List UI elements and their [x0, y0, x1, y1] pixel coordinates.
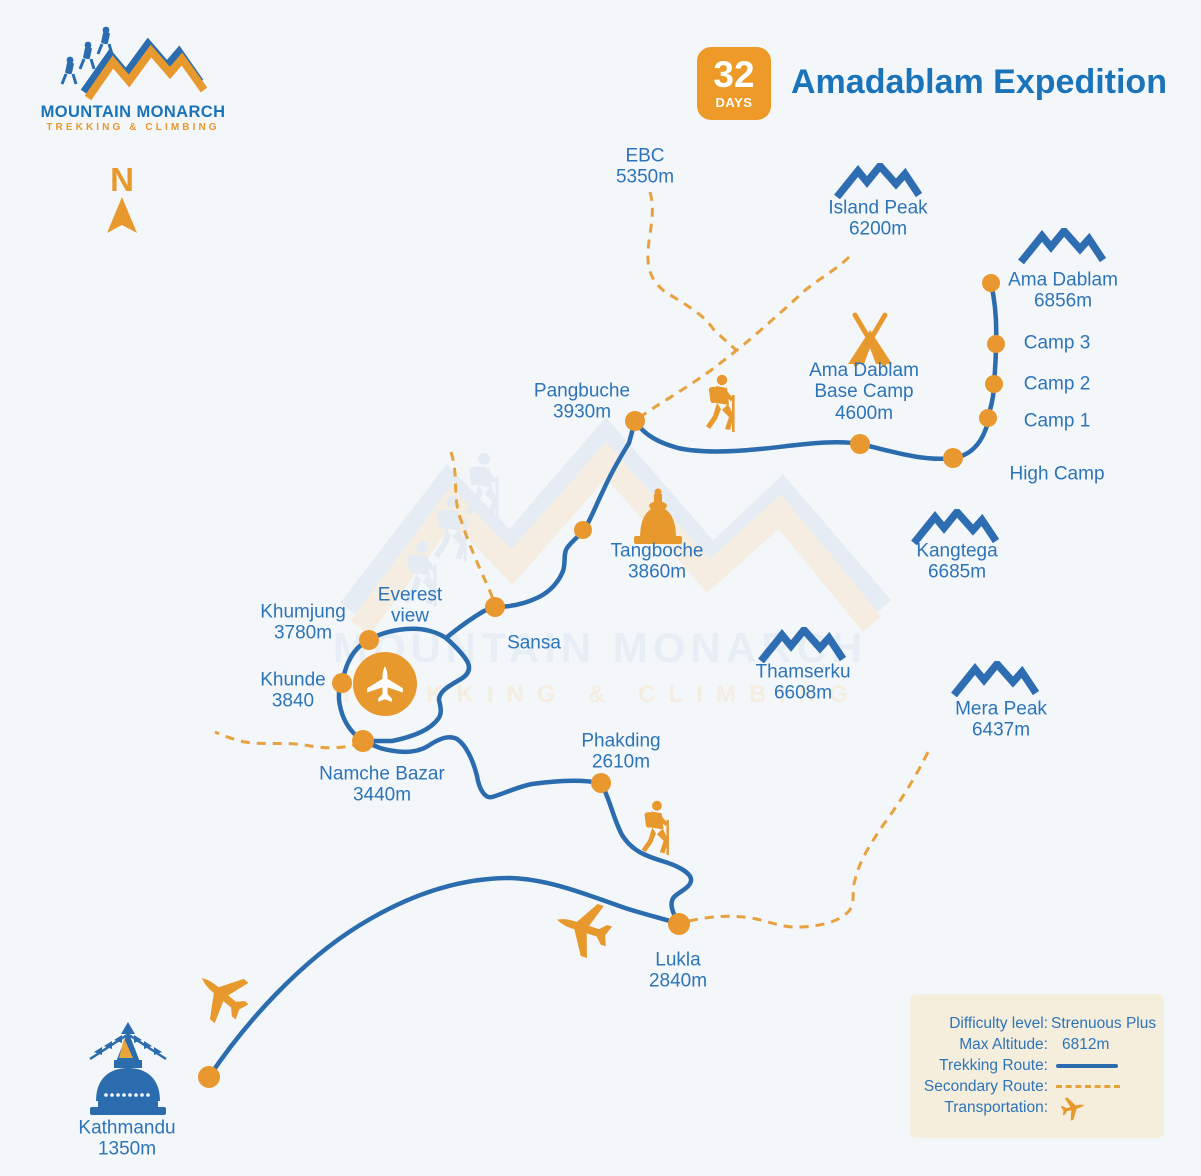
dot-kathmandu [198, 1066, 220, 1088]
dot-base-camp [850, 434, 870, 454]
dot-ama-dablam [982, 274, 1000, 292]
kangtega-icon [914, 512, 996, 543]
dot-khunde [332, 673, 352, 693]
hiker-icon-pangbuche [706, 374, 735, 432]
label-sansa: Sansa [507, 632, 561, 654]
logo-climbers-icon [60, 26, 114, 85]
label-camp3: Camp 3 [1023, 332, 1091, 354]
tangboche-stupa-icon [634, 488, 682, 544]
page-title: Amadablam Expedition [791, 63, 1167, 101]
secondary-route-sample [1056, 1085, 1120, 1088]
logo-name: MOUNTAIN MONARCH [40, 103, 226, 121]
dot-camp2 [985, 375, 1003, 393]
label-high-camp: High Camp [1009, 463, 1105, 485]
legend-row-transportation: Transportation: [910, 1093, 1164, 1122]
map-legend: Difficulty level: Strenuous Plus Max Alt… [910, 994, 1164, 1138]
max-altitude-label: Max Altitude: [959, 1035, 1048, 1053]
logo-tagline: TREKKING & CLIMBING [46, 122, 220, 133]
kathmandu-stupa-icon [89, 1022, 167, 1115]
route-lukla-phakding-namche [360, 735, 694, 927]
airplane-icon-kathmandu [185, 958, 259, 1032]
legend-row-secondary-route: Secondary Route: [910, 1076, 1164, 1097]
dot-pangbuche [625, 411, 645, 431]
dot-khumjung [359, 630, 379, 650]
ama-dablam-icon [1021, 231, 1103, 262]
trekking-route-sample [1056, 1063, 1118, 1068]
hiker-icon-phakding [641, 800, 669, 856]
duration-badge: 32 DAYS [697, 47, 771, 120]
dot-camp1 [979, 409, 997, 427]
duration-days: 32 [713, 54, 755, 95]
label-camp2: Camp 2 [1023, 373, 1091, 395]
dot-high-camp [943, 448, 963, 468]
route-ebc-dashed [646, 191, 738, 352]
route-lukla-mera-dashed [688, 751, 930, 929]
dot-phakding [591, 773, 611, 793]
legend-row-trekking-route: Trekking Route: [910, 1055, 1164, 1076]
island-peak-icon [837, 166, 919, 197]
legend-row-max-altitude: Max Altitude: 6812m [910, 1034, 1164, 1055]
duration-days-label: DAYS [715, 95, 753, 110]
logo-mountains-icon [60, 26, 208, 101]
dot-sansa [485, 597, 505, 617]
hiker-icons [641, 374, 735, 856]
route-kathmandu-lukla [206, 875, 682, 1080]
max-altitude-value: 6812m [1062, 1035, 1110, 1053]
label-camp1: Camp 1 [1023, 410, 1091, 432]
watermark-text-2: TREKKING & CLIMBING [339, 681, 861, 708]
route-namche-west-dashed [214, 730, 362, 750]
dot-tangboche-trail [574, 521, 592, 539]
dot-namche [352, 730, 374, 752]
north-label: N [110, 161, 134, 198]
dot-camp3 [987, 335, 1005, 353]
trekking-route-label: Trekking Route: [939, 1056, 1048, 1074]
dot-lukla [668, 913, 690, 935]
legend-row-difficulty: Difficulty level: Strenuous Plus [910, 1013, 1164, 1034]
airplane-icons [185, 652, 618, 1032]
secondary-routes [214, 191, 930, 929]
transportation-label: Transportation: [944, 1098, 1048, 1116]
transportation-plane-icon [1058, 1093, 1088, 1122]
difficulty-value: Strenuous Plus [1051, 1014, 1157, 1032]
difficulty-label: Difficulty level: [949, 1014, 1048, 1032]
route-khumjung-loop [336, 626, 472, 744]
route-dots [198, 274, 1005, 1088]
secondary-route-label: Secondary Route: [923, 1077, 1048, 1095]
mera-peak-icon [954, 664, 1036, 695]
route-sansa-north-dashed [449, 451, 497, 605]
base-camp-tent-icon [848, 312, 892, 367]
north-arrow-icon [107, 197, 137, 233]
